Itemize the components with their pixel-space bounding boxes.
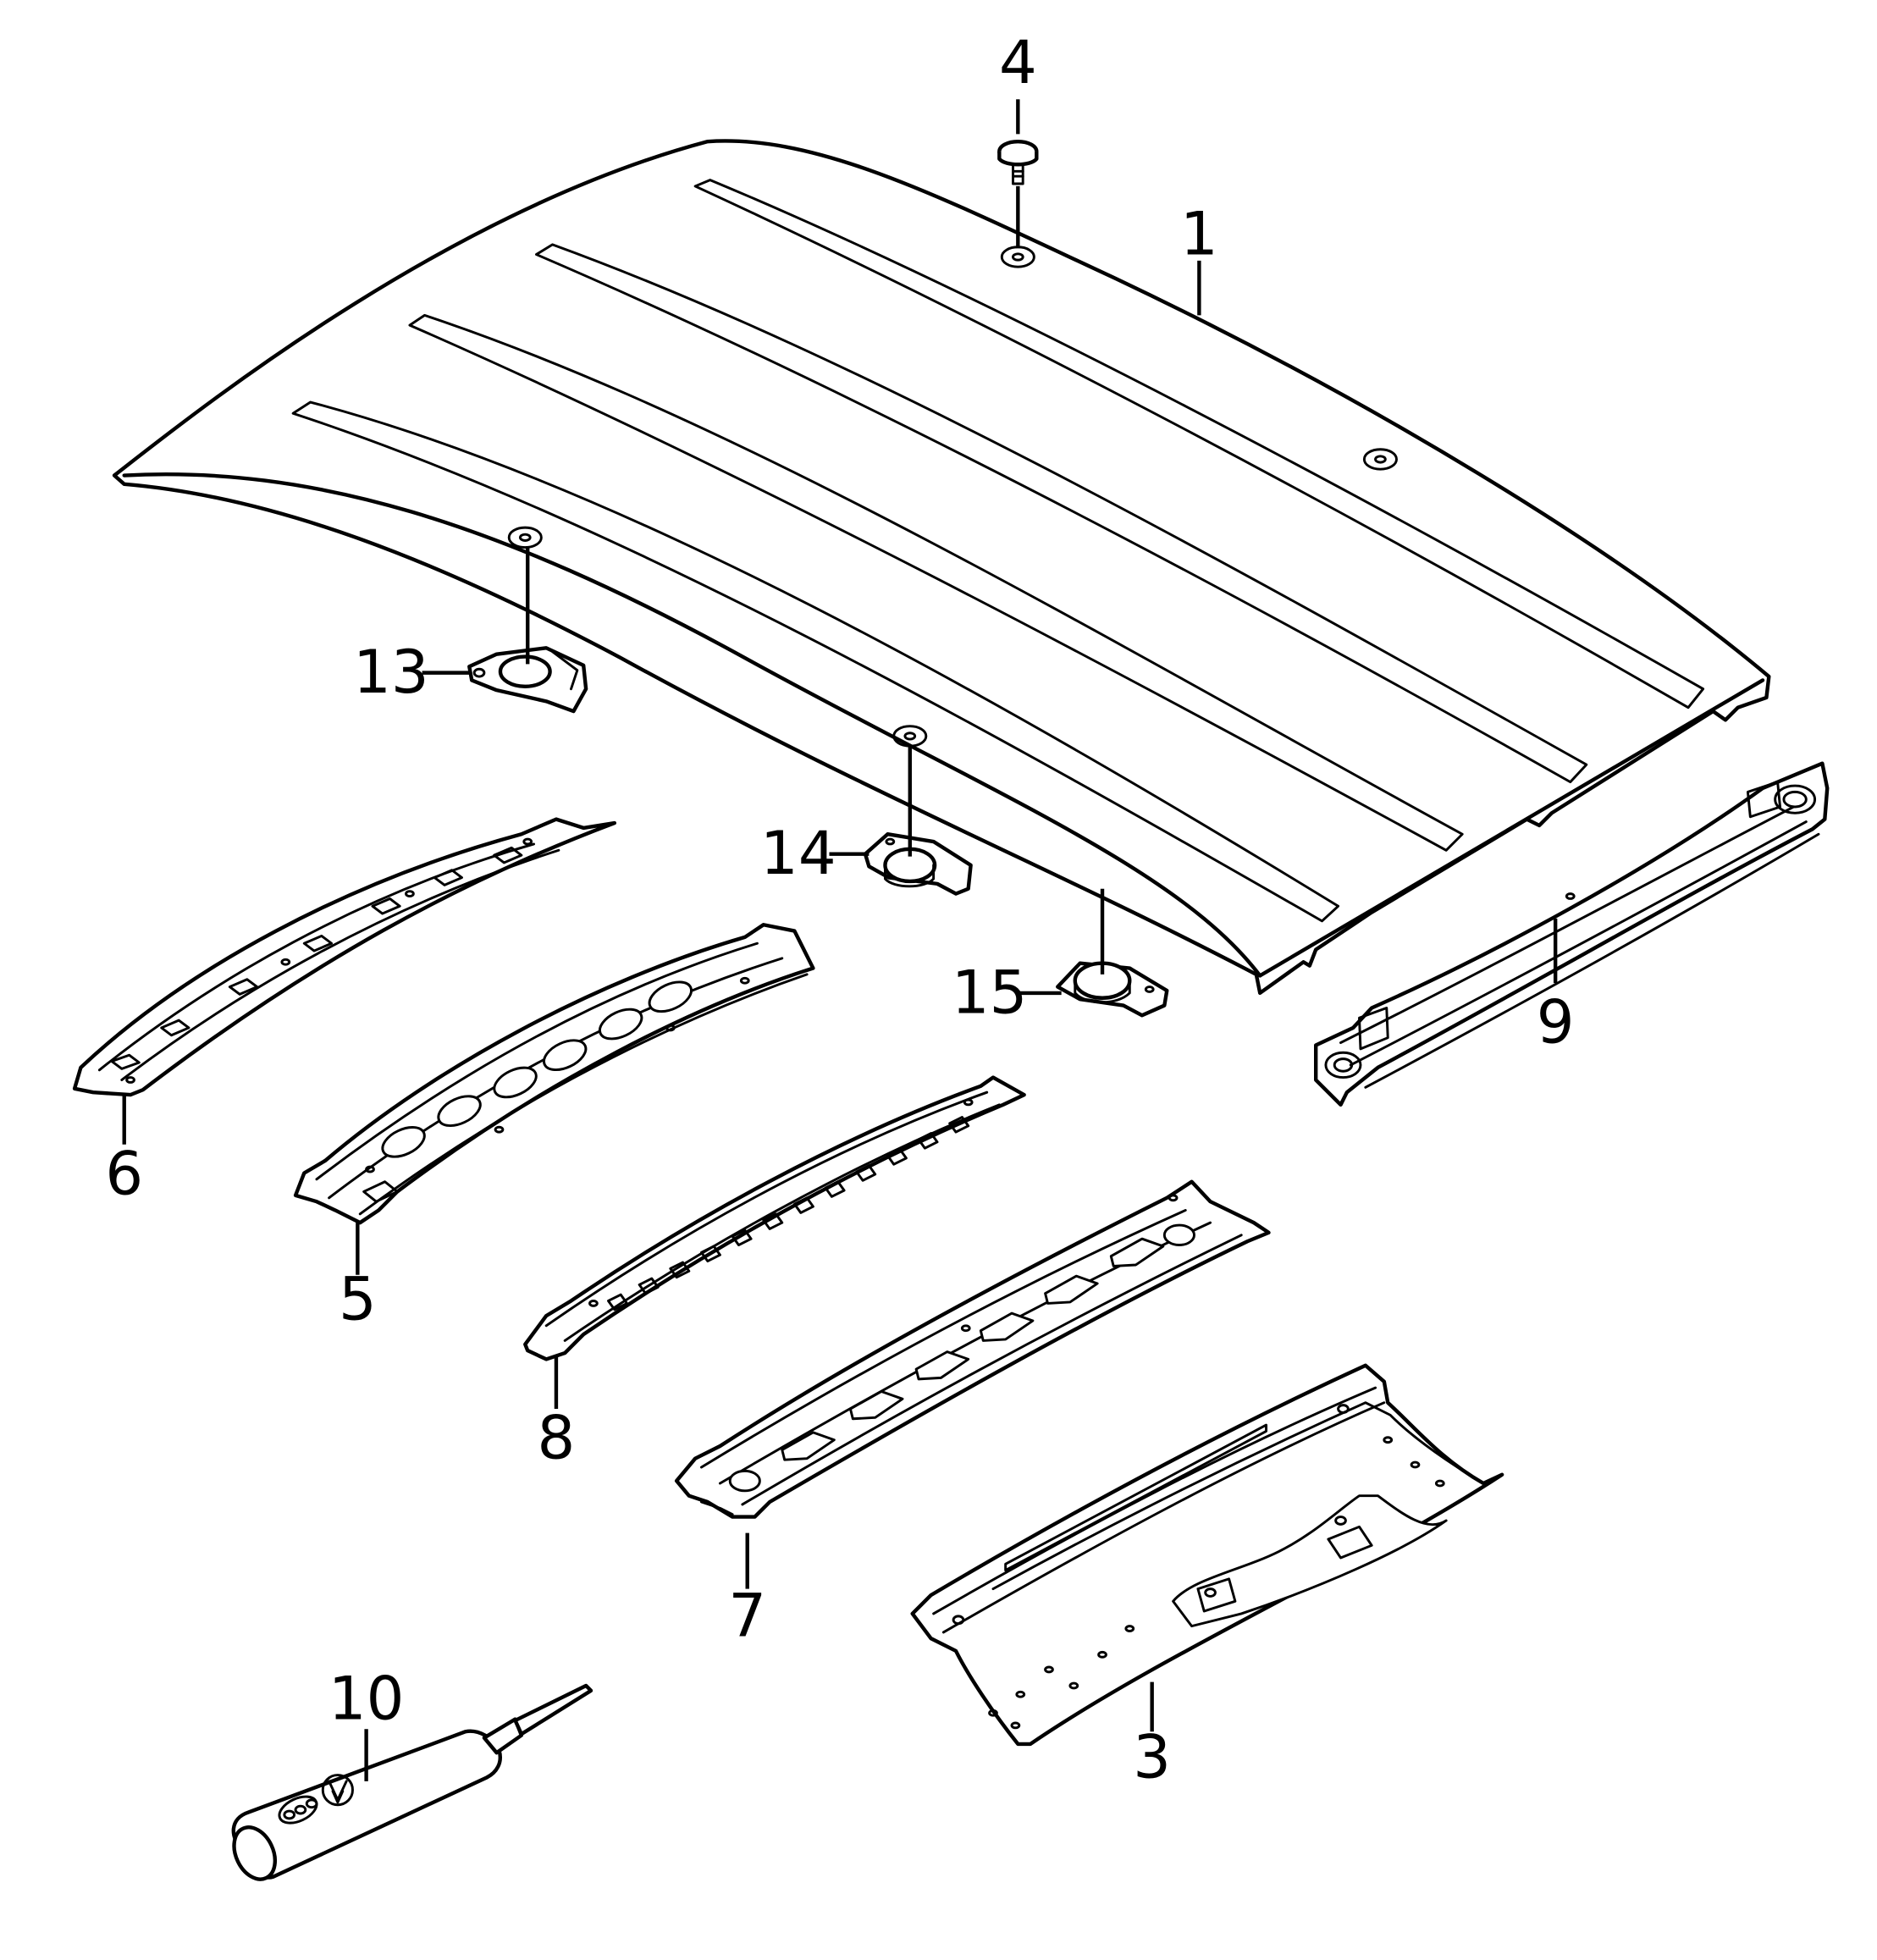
- bracket-14: [863, 832, 973, 896]
- bracket-13: [467, 646, 588, 714]
- rear-cross-panel: [910, 1363, 1504, 1747]
- callout-4: 4: [999, 28, 1037, 97]
- callout-10: 10: [328, 1665, 405, 1734]
- mounting-hole: [507, 526, 543, 549]
- callout-9: 9: [1537, 988, 1575, 1057]
- adhesive-cartridge: [231, 1683, 593, 1881]
- callout-8: 8: [538, 1404, 576, 1473]
- bracket-15: [1056, 961, 1169, 1018]
- roof-panel: [112, 139, 1771, 996]
- callout-1: 1: [1180, 200, 1218, 269]
- roof-bow-6: [72, 817, 617, 1097]
- roof-bow-7: [674, 1179, 1271, 1519]
- leader-lines: [122, 99, 1558, 1781]
- callout-15: 15: [952, 958, 1028, 1027]
- bolt-fastener: [997, 139, 1039, 185]
- roof-bow-5: [293, 923, 815, 1225]
- callout-3: 3: [1133, 1722, 1171, 1792]
- mounting-hole: [1362, 448, 1398, 471]
- callout-13: 13: [353, 638, 429, 707]
- callout-7: 7: [728, 1581, 766, 1650]
- callout-14: 14: [760, 819, 836, 888]
- side-rail: [1314, 761, 1830, 1107]
- callout-5: 5: [339, 1264, 377, 1333]
- callout-6: 6: [105, 1139, 143, 1208]
- callout-labels: 1 3 4 5 6 7 8 9 10 13 14 15: [105, 28, 1574, 1792]
- roof-bow-8: [523, 1075, 1026, 1361]
